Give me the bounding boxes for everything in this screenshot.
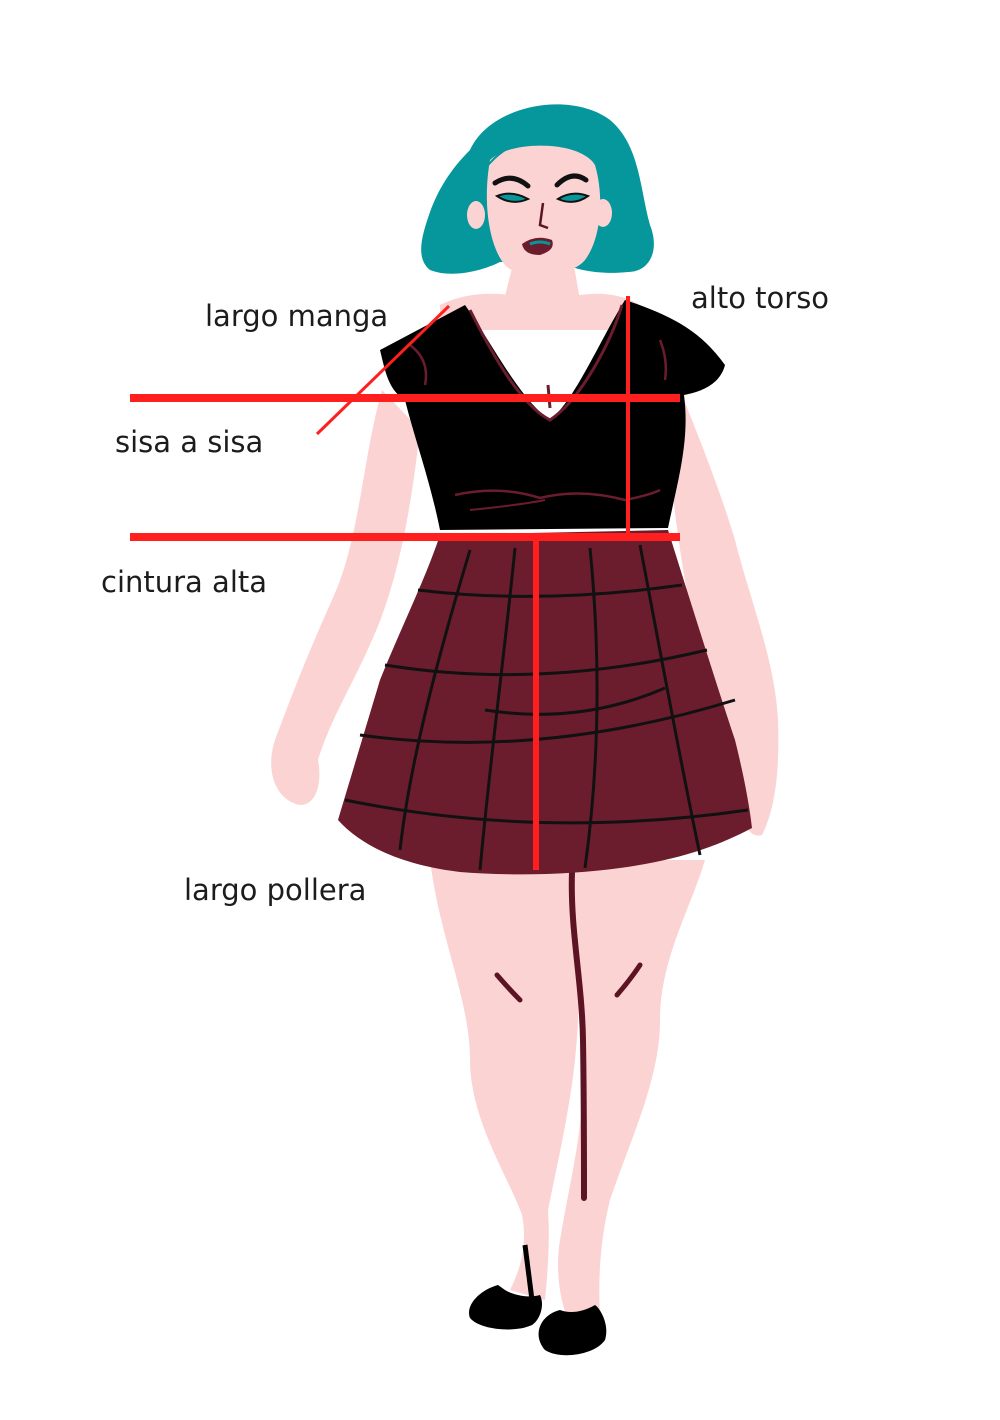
right-shoe [538, 1305, 607, 1356]
left-eyebrow [492, 175, 531, 189]
left-arm [271, 390, 420, 805]
leg-line [568, 869, 587, 1201]
nose [538, 202, 549, 230]
left-leg [430, 860, 579, 1300]
label-sisa-a-sisa: sisa a sisa [115, 425, 264, 459]
measurement-lines [130, 296, 680, 870]
right-leg [557, 860, 705, 1320]
right-eye [555, 192, 591, 203]
label-largo-manga: largo manga [205, 299, 389, 333]
right-arm [670, 390, 779, 836]
label-cintura-alta: cintura alta [101, 565, 268, 599]
right-eyebrow [554, 173, 589, 188]
chest [440, 293, 640, 330]
right-ear [594, 199, 612, 227]
label-alto-torso: alto torso [691, 281, 830, 315]
label-largo-pollera: largo pollera [184, 873, 367, 907]
left-shoe [469, 1285, 543, 1330]
face [486, 145, 601, 276]
left-eye [494, 192, 531, 203]
skirt-plaid [344, 544, 749, 871]
neck [504, 266, 580, 300]
top-shirt [380, 300, 725, 530]
skirt [338, 530, 752, 875]
line-largo-manga [315, 304, 451, 436]
left-ear [467, 201, 485, 229]
